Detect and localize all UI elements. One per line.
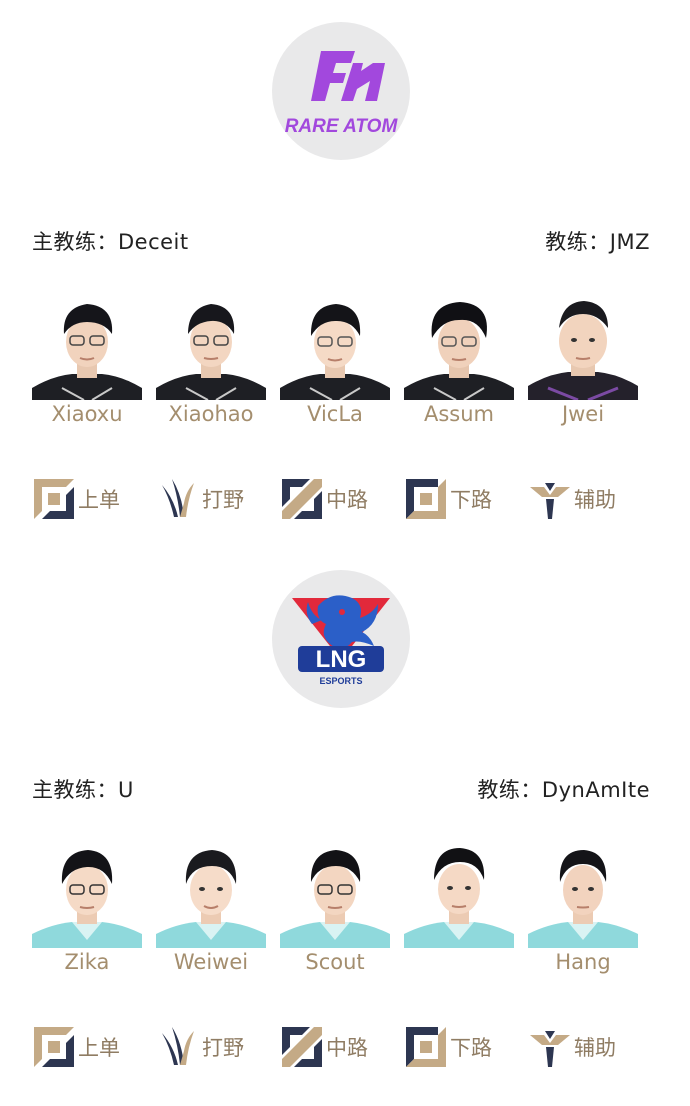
role-label: 下路 bbox=[450, 488, 492, 512]
role-label: 中路 bbox=[326, 1036, 368, 1060]
player-photo bbox=[404, 844, 514, 948]
player-card: Zika bbox=[32, 844, 142, 984]
top-lane-icon bbox=[34, 479, 74, 519]
role-bot: 下路 bbox=[404, 476, 492, 522]
player-card bbox=[404, 844, 514, 984]
coach-row: 主教练：U 教练：DynAmIte bbox=[32, 774, 650, 806]
role-mid: 中路 bbox=[280, 476, 368, 522]
team-logo: LNG ESPORTS bbox=[272, 570, 410, 708]
role-label: 辅助 bbox=[574, 488, 616, 512]
coach-row: 主教练：Deceit 教练：JMZ bbox=[32, 226, 650, 258]
role-label: 中路 bbox=[326, 488, 368, 512]
player-name: Hang bbox=[555, 950, 611, 974]
support-icon bbox=[530, 1031, 570, 1067]
role-top: 上单 bbox=[32, 476, 120, 522]
player-card: VicLa bbox=[280, 296, 390, 436]
role-label: 辅助 bbox=[574, 1036, 616, 1060]
player-card: Hang bbox=[528, 844, 638, 984]
player-list: Xiaoxu Xiaohao bbox=[32, 296, 652, 436]
lng-wordmark: LNG bbox=[316, 646, 367, 673]
player-name: Weiwei bbox=[173, 950, 249, 974]
role-bot: 下路 bbox=[404, 1024, 492, 1070]
team-logo: RARE ATOM bbox=[272, 22, 410, 160]
rare-atom-logo: RARE ATOM bbox=[285, 51, 399, 137]
player-card: Scout bbox=[280, 844, 390, 984]
coach-label: 教练：DynAmIte bbox=[477, 778, 650, 802]
player-photo bbox=[32, 844, 142, 948]
role-label: 上单 bbox=[78, 1036, 120, 1060]
role-support: 辅助 bbox=[528, 476, 616, 522]
role-label: 下路 bbox=[450, 1036, 492, 1060]
role-label: 打野 bbox=[202, 1036, 244, 1060]
head-coach-label: 主教练：U bbox=[32, 778, 134, 802]
player-name: Assum bbox=[423, 402, 494, 426]
role-top: 上单 bbox=[32, 1024, 120, 1070]
player-card: Weiwei bbox=[156, 844, 266, 984]
role-label: 上单 bbox=[78, 488, 120, 512]
player-card: Xiaohao bbox=[156, 296, 266, 436]
bot-lane-icon bbox=[406, 1027, 446, 1067]
player-photo bbox=[528, 844, 638, 948]
jungle-icon bbox=[162, 1027, 194, 1065]
player-photo bbox=[156, 296, 266, 400]
head-coach-label: 主教练：Deceit bbox=[32, 230, 189, 254]
player-photo bbox=[156, 844, 266, 948]
bot-lane-icon bbox=[406, 479, 446, 519]
role-mid: 中路 bbox=[280, 1024, 368, 1070]
player-card: Xiaoxu bbox=[32, 296, 142, 436]
player-name: Jwei bbox=[561, 402, 605, 426]
player-photo bbox=[32, 296, 142, 400]
mid-lane-icon bbox=[282, 1027, 322, 1067]
coach-label: 教练：JMZ bbox=[545, 230, 650, 254]
support-icon bbox=[530, 483, 570, 519]
player-list: Zika Weiwei bbox=[32, 844, 652, 984]
role-row: 上单 打野 中路 下路 bbox=[32, 1024, 652, 1070]
lng-esports-subtext: ESPORTS bbox=[319, 676, 362, 686]
player-photo bbox=[280, 844, 390, 948]
team-section-rare-atom: RARE ATOM 主教练：Deceit 教练：JMZ Xiaoxu bbox=[0, 0, 690, 548]
player-photo bbox=[528, 296, 638, 400]
player-name: Xiaoxu bbox=[51, 402, 123, 426]
rare-atom-wordmark: RARE ATOM bbox=[285, 116, 399, 137]
player-name: Zika bbox=[64, 950, 110, 974]
team-section-lng: LNG ESPORTS 主教练：U 教练：DynAmIte Z bbox=[0, 548, 690, 1096]
top-lane-icon bbox=[34, 1027, 74, 1067]
role-label: 打野 bbox=[202, 488, 244, 512]
player-photo bbox=[404, 296, 514, 400]
player-photo bbox=[280, 296, 390, 400]
mid-lane-icon bbox=[282, 479, 322, 519]
player-card: Assum bbox=[404, 296, 514, 436]
player-card: Jwei bbox=[528, 296, 638, 436]
role-jungle: 打野 bbox=[156, 1024, 244, 1070]
role-support: 辅助 bbox=[528, 1024, 616, 1070]
player-name: Xiaohao bbox=[168, 402, 254, 426]
role-jungle: 打野 bbox=[156, 476, 244, 522]
player-name: VicLa bbox=[307, 402, 363, 426]
jungle-icon bbox=[162, 479, 194, 517]
lng-esports-logo: LNG ESPORTS bbox=[292, 595, 390, 686]
player-name: Scout bbox=[305, 950, 365, 974]
role-row: 上单 打野 中路 下路 bbox=[32, 476, 652, 522]
